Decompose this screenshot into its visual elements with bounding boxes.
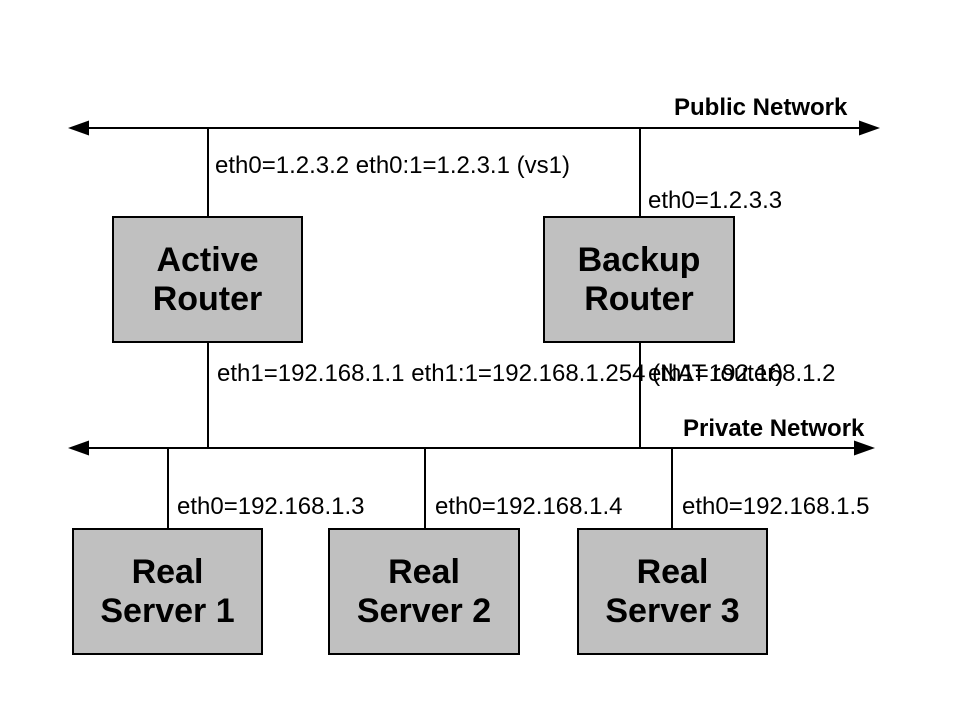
real-server-2-label-line1: Real bbox=[388, 552, 460, 591]
public-left-arrow-icon bbox=[68, 120, 89, 136]
active-router-eth0-labels: eth0=1.2.3.2 eth0:1=1.2.3.1 (vs1) bbox=[215, 151, 570, 180]
active-router-eth1-labels: eth1=192.168.1.1 eth1:1=192.168.1.254 (N… bbox=[217, 359, 783, 388]
private-right-arrow-icon bbox=[854, 440, 875, 456]
backup-router-label-line2: Router bbox=[584, 279, 694, 318]
real-server-2-box: Real Server 2 bbox=[328, 528, 520, 655]
active-router-label-line1: Active bbox=[156, 240, 259, 279]
public-right-arrow-icon bbox=[859, 120, 880, 136]
server3-eth0-label: eth0=192.168.1.5 bbox=[682, 493, 870, 520]
backup-router-label-line1: Backup bbox=[577, 240, 701, 279]
public-network-label: Public Network bbox=[674, 94, 848, 121]
backup-router-box: Backup Router bbox=[543, 216, 735, 343]
active-eth0-label: eth0=1.2.3.2 bbox=[215, 152, 350, 179]
active-router-label-line2: Router bbox=[152, 279, 263, 318]
private-left-arrow-icon bbox=[68, 440, 89, 456]
server2-eth0-label: eth0=192.168.1.4 bbox=[435, 493, 623, 520]
server1-eth0-label: eth0=192.168.1.3 bbox=[177, 493, 365, 520]
backup-eth1-label: eth1=192.168.1.2 bbox=[648, 360, 836, 387]
real-server-1-box: Real Server 1 bbox=[72, 528, 263, 655]
real-server-2-label-line2: Server 2 bbox=[356, 591, 492, 630]
active-router-box: Active Router bbox=[112, 216, 303, 343]
real-server-3-label-line2: Server 3 bbox=[605, 591, 740, 630]
active-eth0-alias-label: eth0:1=1.2.3.1 (vs1) bbox=[355, 152, 570, 179]
real-server-1-label-line2: Server 1 bbox=[100, 591, 235, 630]
active-eth1-label: eth1=192.168.1.1 bbox=[217, 360, 405, 387]
real-server-3-label-line1: Real bbox=[636, 552, 709, 591]
private-network-label: Private Network bbox=[683, 415, 865, 442]
active-eth1-alias-label: eth1:1=192.168.1.254 (NAT router) bbox=[411, 360, 784, 387]
real-server-1-label-line1: Real bbox=[131, 552, 204, 591]
real-server-3-box: Real Server 3 bbox=[577, 528, 768, 655]
backup-eth0-label: eth0=1.2.3.3 bbox=[648, 187, 783, 214]
